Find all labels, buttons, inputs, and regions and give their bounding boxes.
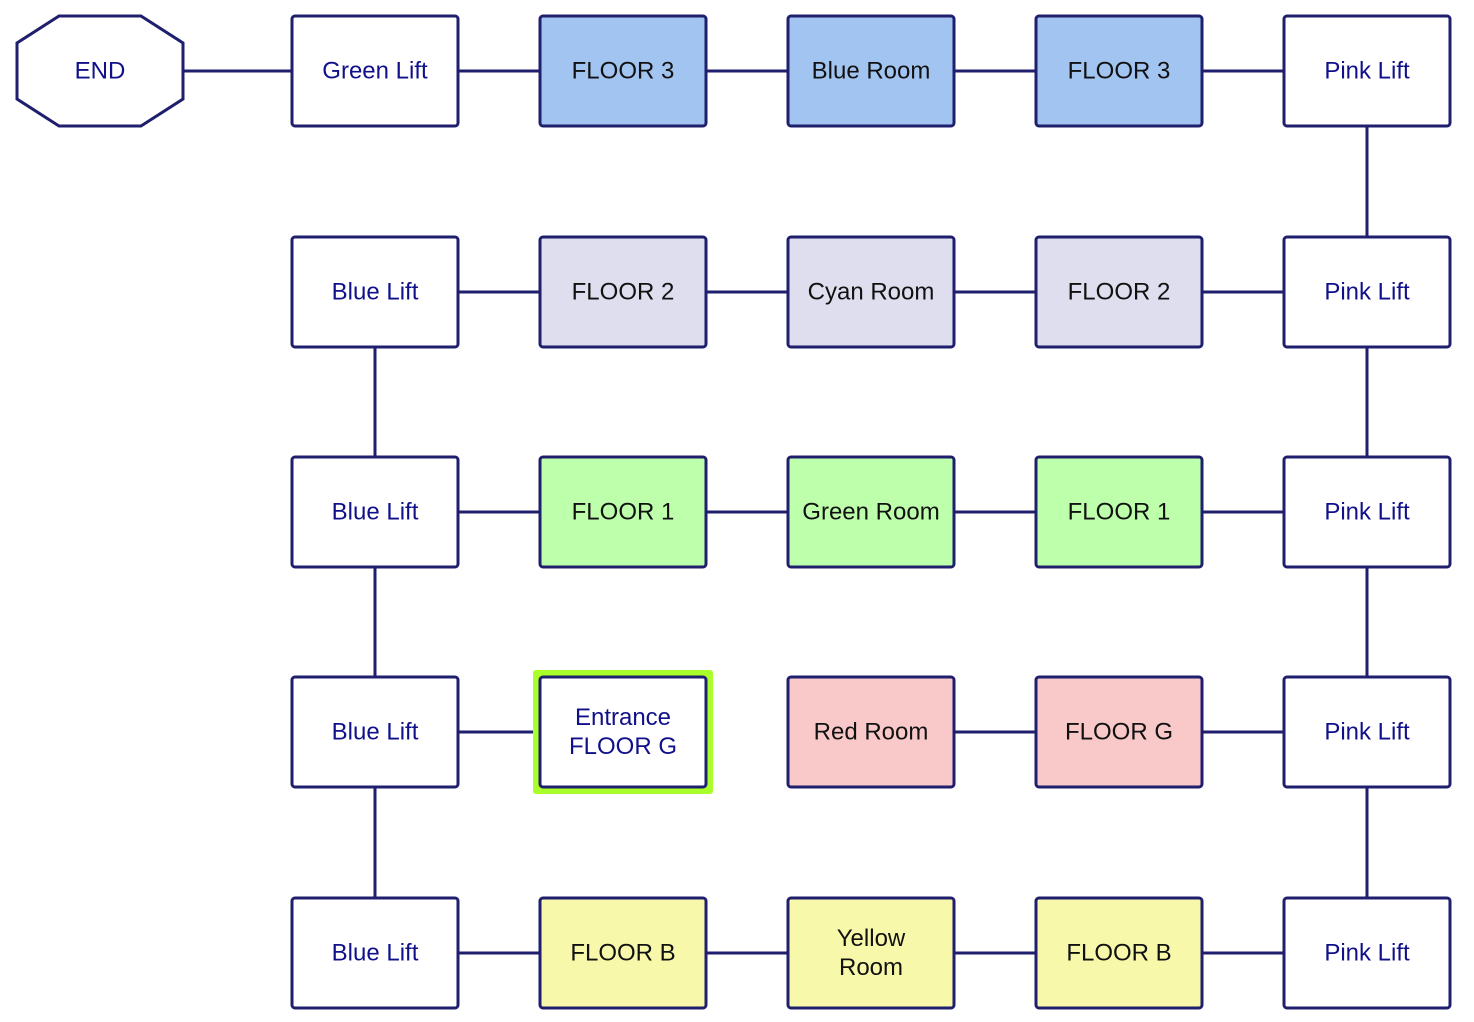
box-shape	[1034, 896, 1204, 1010]
node-blue-room[interactable]: Blue Room	[786, 14, 956, 128]
node-pink-lift-1[interactable]: Pink Lift	[1282, 455, 1452, 569]
node-blue-lift-2[interactable]: Blue Lift	[290, 235, 460, 349]
node-floor2-b[interactable]: FLOOR 2	[1034, 235, 1204, 349]
node-blue-lift-g[interactable]: Blue Lift	[290, 675, 460, 789]
node-label: Green Room	[802, 498, 939, 525]
node-label: Pink Lift	[1324, 498, 1410, 525]
node-label: Pink Lift	[1324, 939, 1410, 966]
box-shape	[538, 896, 708, 1010]
box-shape	[786, 235, 956, 349]
box-shape	[1034, 455, 1204, 569]
node-label: Pink Lift	[1324, 718, 1410, 745]
node-label: Room	[839, 954, 903, 981]
node-label: FLOOR 3	[1068, 57, 1171, 84]
octagon-shape	[15, 14, 185, 128]
box-shape	[786, 14, 956, 128]
box-shape	[1282, 14, 1452, 128]
node-label: FLOOR B	[570, 939, 675, 966]
box-shape	[1034, 14, 1204, 128]
node-pink-lift-g[interactable]: Pink Lift	[1282, 675, 1452, 789]
box-shape	[290, 896, 460, 1010]
box-shape	[538, 14, 708, 128]
node-label: Entrance	[575, 704, 671, 731]
node-floor2-a[interactable]: FLOOR 2	[538, 235, 708, 349]
node-cyan-room[interactable]: Cyan Room	[786, 235, 956, 349]
node-label: END	[75, 57, 126, 84]
box-shape	[290, 235, 460, 349]
node-floor1-b[interactable]: FLOOR 1	[1034, 455, 1204, 569]
box-shape	[1282, 455, 1452, 569]
node-label: FLOOR G	[569, 733, 677, 760]
box-shape	[290, 14, 460, 128]
box-shape	[1282, 896, 1452, 1010]
node-label: Yellow	[837, 925, 906, 952]
node-blue-lift-1[interactable]: Blue Lift	[290, 455, 460, 569]
box-shape	[786, 675, 956, 789]
node-green-room[interactable]: Green Room	[786, 455, 956, 569]
node-floorg[interactable]: FLOOR G	[1034, 675, 1204, 789]
node-label: Pink Lift	[1324, 278, 1410, 305]
node-floorb-b[interactable]: FLOOR B	[1034, 896, 1204, 1010]
node-label: FLOOR B	[1066, 939, 1171, 966]
node-label: Cyan Room	[808, 278, 935, 305]
box-shape	[290, 455, 460, 569]
node-label: Green Lift	[322, 57, 428, 84]
box-shape	[290, 675, 460, 789]
node-pink-lift-b[interactable]: Pink Lift	[1282, 896, 1452, 1010]
box-shape	[538, 235, 708, 349]
node-label: FLOOR 2	[1068, 278, 1171, 305]
box-shape	[786, 896, 956, 1010]
node-pink-lift-3[interactable]: Pink Lift	[1282, 14, 1452, 128]
node-blue-lift-b[interactable]: Blue Lift	[290, 896, 460, 1010]
node-label: FLOOR 1	[572, 498, 675, 525]
node-floor1-a[interactable]: FLOOR 1	[538, 455, 708, 569]
node-layer: END Green Lift FLOOR 3 Blue Room FLOOR 3 Pink…	[15, 14, 1452, 1010]
node-label: FLOOR 3	[572, 57, 675, 84]
node-label: Pink Lift	[1324, 57, 1410, 84]
node-floorb-a[interactable]: FLOOR B	[538, 896, 708, 1010]
box-shape	[538, 455, 708, 569]
node-label: FLOOR G	[1065, 718, 1173, 745]
box-shape	[1034, 675, 1204, 789]
node-label: Red Room	[814, 718, 929, 745]
node-label: Blue Room	[812, 57, 931, 84]
node-green-lift[interactable]: Green Lift	[290, 14, 460, 128]
node-red-room[interactable]: Red Room	[786, 675, 956, 789]
box-shape	[1282, 675, 1452, 789]
box-shape	[786, 455, 956, 569]
node-label: Blue Lift	[332, 498, 419, 525]
box-shape	[538, 675, 708, 789]
box-shape	[1282, 235, 1452, 349]
node-floor3-b[interactable]: FLOOR 3	[1034, 14, 1204, 128]
node-label: Blue Lift	[332, 718, 419, 745]
node-end[interactable]: END	[15, 14, 185, 128]
box-shape	[1034, 235, 1204, 349]
node-label: FLOOR 2	[572, 278, 675, 305]
node-label: Blue Lift	[332, 278, 419, 305]
node-label: Blue Lift	[332, 939, 419, 966]
node-pink-lift-2[interactable]: Pink Lift	[1282, 235, 1452, 349]
node-floor3-a[interactable]: FLOOR 3	[538, 14, 708, 128]
node-label: FLOOR 1	[1068, 498, 1171, 525]
